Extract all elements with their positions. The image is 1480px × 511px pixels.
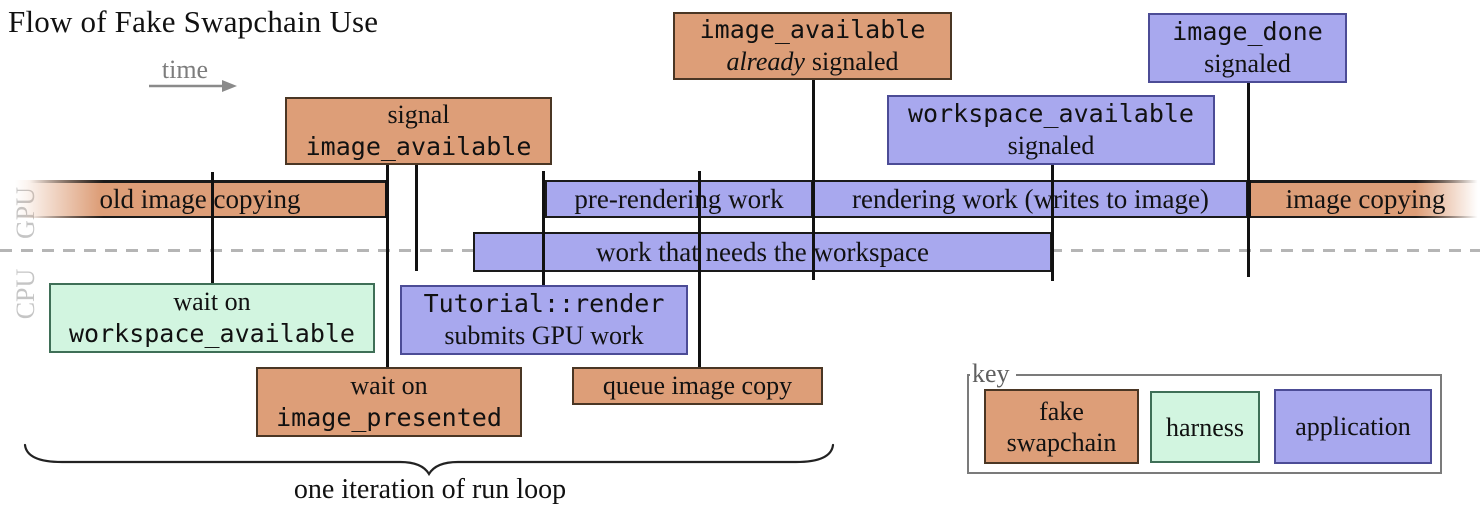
- band-pre-rendering-work: pre-rendering work: [545, 180, 813, 218]
- work-needs-workspace-box: work that needs the workspace: [473, 232, 1052, 272]
- event-line-tutorial-render: [541, 171, 545, 285]
- band-old-image-copying-label: old image copying: [99, 183, 301, 214]
- run-loop-label: one iteration of run loop: [293, 474, 567, 505]
- page-title: Flow of Fake Swapchain Use: [8, 4, 379, 39]
- band-image-copying-label: image copying: [1285, 183, 1446, 214]
- key-title: key: [970, 359, 1016, 389]
- callout-queue-line1: queue image copy: [602, 371, 793, 400]
- key-fake-line1: fake: [1039, 396, 1084, 426]
- callout-tutorial-line1: Tutorial::render: [423, 289, 665, 318]
- time-axis-label: time: [161, 55, 209, 84]
- key-item-fake-swapchain: fake swapchain: [984, 389, 1139, 464]
- callout-already-line1: image_available: [699, 15, 926, 44]
- key-harness-line1: harness: [1166, 412, 1244, 442]
- callout-already-rest: signaled: [811, 47, 899, 76]
- key-fake-line2: swapchain: [1006, 427, 1117, 457]
- key-legend: key fake swapchain harness application: [967, 359, 1442, 474]
- event-line-image-done: [1246, 82, 1250, 277]
- event-line-queue-image-copy: [697, 171, 701, 367]
- cpu-lane-label: CPU: [11, 268, 40, 320]
- event-line-signal-tick: [414, 165, 418, 271]
- event-line-signal-image-available: [385, 165, 389, 367]
- key-item-harness: harness: [1150, 391, 1260, 463]
- event-line-workspace-signaled: [1050, 164, 1054, 281]
- band-old-image-copying: old image copying: [15, 180, 388, 218]
- callout-wait-ip-line2: image_presented: [276, 403, 502, 432]
- event-line-already-signaled: [811, 80, 815, 280]
- band-rendering-work: rendering work (writes to image): [813, 180, 1248, 218]
- callout-image-done-line1: image_done: [1172, 17, 1323, 46]
- callout-signal-line1: signal: [387, 100, 450, 129]
- callout-wait-on-image-presented: wait on image_presented: [256, 367, 522, 437]
- callout-wait-ws-line1: wait on: [173, 287, 251, 316]
- callout-signal-line2: image_available: [305, 132, 532, 161]
- callout-image-done-line2: signaled: [1204, 49, 1291, 78]
- callout-wait-ip-line1: wait on: [350, 371, 428, 400]
- time-arrow-icon: [149, 80, 237, 92]
- callout-wait-ws-line2: workspace_available: [69, 319, 355, 348]
- band-rendering-work-label: rendering work (writes to image): [852, 183, 1209, 214]
- band-image-copying: image copying: [1248, 180, 1480, 218]
- callout-already-italic: already: [726, 47, 805, 76]
- callout-tutorial-line2: submits GPU work: [444, 321, 644, 350]
- event-line-wait-workspace: [210, 172, 214, 283]
- key-app-line1: application: [1295, 412, 1411, 441]
- callout-wait-on-workspace-available: wait on workspace_available: [49, 283, 375, 353]
- callout-image-done-signaled: image_done signaled: [1148, 13, 1347, 83]
- callout-workspace-sig-line1: workspace_available: [908, 99, 1194, 128]
- work-needs-workspace-label: work that needs the workspace: [596, 236, 929, 267]
- callout-workspace-sig-line2: signaled: [1007, 131, 1095, 160]
- band-pre-rendering-work-label: pre-rendering work: [574, 183, 784, 214]
- callout-tutorial-render: Tutorial::render submits GPU work: [400, 285, 688, 355]
- run-loop-brace: [23, 443, 835, 477]
- key-item-application: application: [1274, 389, 1432, 464]
- callout-signal-image-available: signal image_available: [285, 97, 552, 165]
- callout-queue-image-copy: queue image copy: [572, 367, 823, 405]
- callout-workspace-available-signaled: workspace_available signaled: [887, 95, 1215, 165]
